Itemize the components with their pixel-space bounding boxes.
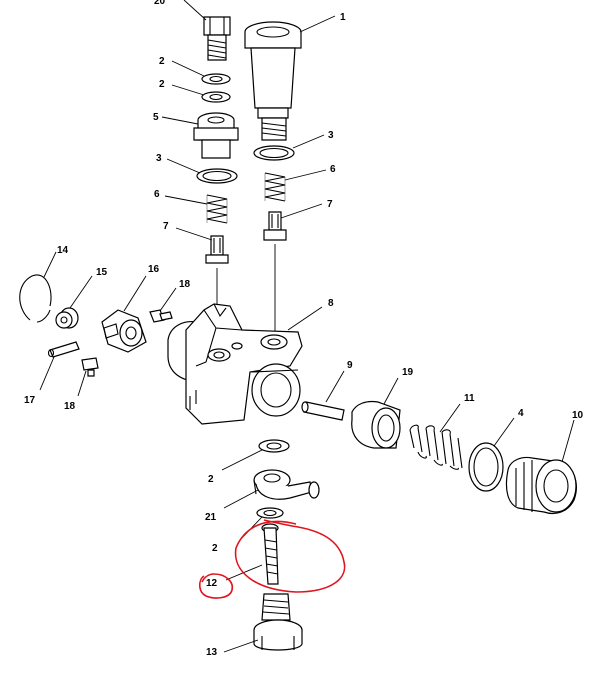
label-5: 5: [153, 112, 159, 123]
part-2-washer-b[interactable]: [201, 91, 231, 103]
label-17: 17: [24, 395, 36, 406]
part-1-housing[interactable]: [244, 21, 302, 141]
part-14-ring[interactable]: [19, 274, 52, 323]
label-10: 10: [572, 410, 584, 421]
leader-1: [299, 15, 336, 33]
label-1: 1: [340, 12, 346, 23]
part-2-washer-c[interactable]: [258, 439, 290, 453]
leader-7b: [280, 203, 323, 219]
part-5-fitting[interactable]: [193, 112, 239, 159]
leader-6b: [284, 169, 327, 181]
label-18a: 18: [179, 279, 191, 290]
label-13: 13: [206, 647, 218, 658]
leader-9: [325, 370, 345, 403]
leader-3a: [166, 158, 201, 174]
leader-15: [69, 275, 93, 309]
label-19: 19: [402, 367, 414, 378]
part-6-spring-right[interactable]: [264, 172, 286, 202]
part-2-washer-d[interactable]: [256, 507, 284, 519]
leader-11: [439, 403, 461, 433]
part-6-spring-left[interactable]: [206, 194, 228, 224]
label-7a: 7: [163, 221, 169, 232]
label-14: 14: [57, 245, 69, 256]
label-3b: 3: [328, 130, 334, 141]
part-13-fitting[interactable]: [253, 593, 303, 651]
part-17-pin[interactable]: [47, 341, 80, 358]
leader-21: [223, 489, 259, 509]
part-10-cap[interactable]: [505, 456, 577, 515]
leader-2b: [171, 84, 205, 96]
label-3a: 3: [156, 153, 162, 164]
leader-2c: [221, 449, 263, 471]
leader-18a: [159, 287, 177, 312]
label-15: 15: [96, 267, 108, 278]
part-3-seal-left[interactable]: [196, 168, 238, 184]
leader-7a: [175, 227, 213, 241]
label-12: 12: [206, 578, 218, 589]
label-18b: 18: [64, 401, 76, 412]
leader-17: [39, 356, 55, 391]
label-16: 16: [148, 264, 160, 275]
leader-16: [123, 275, 147, 312]
part-19-sleeve[interactable]: [351, 400, 401, 449]
leader-8: [287, 306, 323, 331]
label-6b: 6: [330, 164, 336, 175]
part-16-block[interactable]: [101, 309, 147, 353]
part-7-valve-right[interactable]: [263, 211, 287, 241]
label-6a: 6: [154, 189, 160, 200]
leader-4: [493, 417, 515, 447]
label-8: 8: [328, 298, 334, 309]
label-2a: 2: [159, 56, 165, 67]
part-3-seal-right[interactable]: [253, 145, 295, 161]
leader-5: [161, 116, 199, 125]
highlight-circle-label-12: [198, 573, 234, 599]
label-7b: 7: [327, 199, 333, 210]
label-20: 20: [154, 0, 166, 7]
label-2d: 2: [212, 543, 218, 554]
part-4-oring[interactable]: [468, 442, 504, 492]
label-9: 9: [347, 360, 353, 371]
part-9-rod[interactable]: [301, 401, 345, 421]
part-11-spring[interactable]: [409, 424, 463, 470]
part-21-banjo[interactable]: [253, 469, 320, 500]
leader-18b: [77, 370, 87, 397]
leader-13: [223, 639, 259, 653]
leader-3b: [292, 134, 325, 149]
part-15-bushing[interactable]: [55, 307, 79, 329]
label-2b: 2: [159, 79, 165, 90]
part-12-bolt[interactable]: [261, 523, 279, 585]
leader-14: [43, 251, 57, 278]
label-4: 4: [518, 408, 524, 419]
label-11: 11: [464, 393, 475, 404]
leader-10: [561, 419, 575, 463]
part-8-pump-body[interactable]: [167, 303, 303, 425]
leader-19: [383, 377, 399, 405]
leader-20: [183, 0, 207, 21]
part-7-valve-left[interactable]: [205, 235, 229, 264]
part-18-screw-b[interactable]: [81, 357, 99, 377]
leader-2a: [171, 60, 205, 77]
highlight-circle-part-12: [234, 519, 346, 593]
part-2-washer-a[interactable]: [201, 73, 231, 85]
label-21: 21: [205, 512, 217, 523]
part-18-screw-a[interactable]: [149, 309, 173, 323]
part-20-bolt[interactable]: [203, 16, 231, 61]
label-2c: 2: [208, 474, 214, 485]
leader-6a: [164, 195, 208, 205]
